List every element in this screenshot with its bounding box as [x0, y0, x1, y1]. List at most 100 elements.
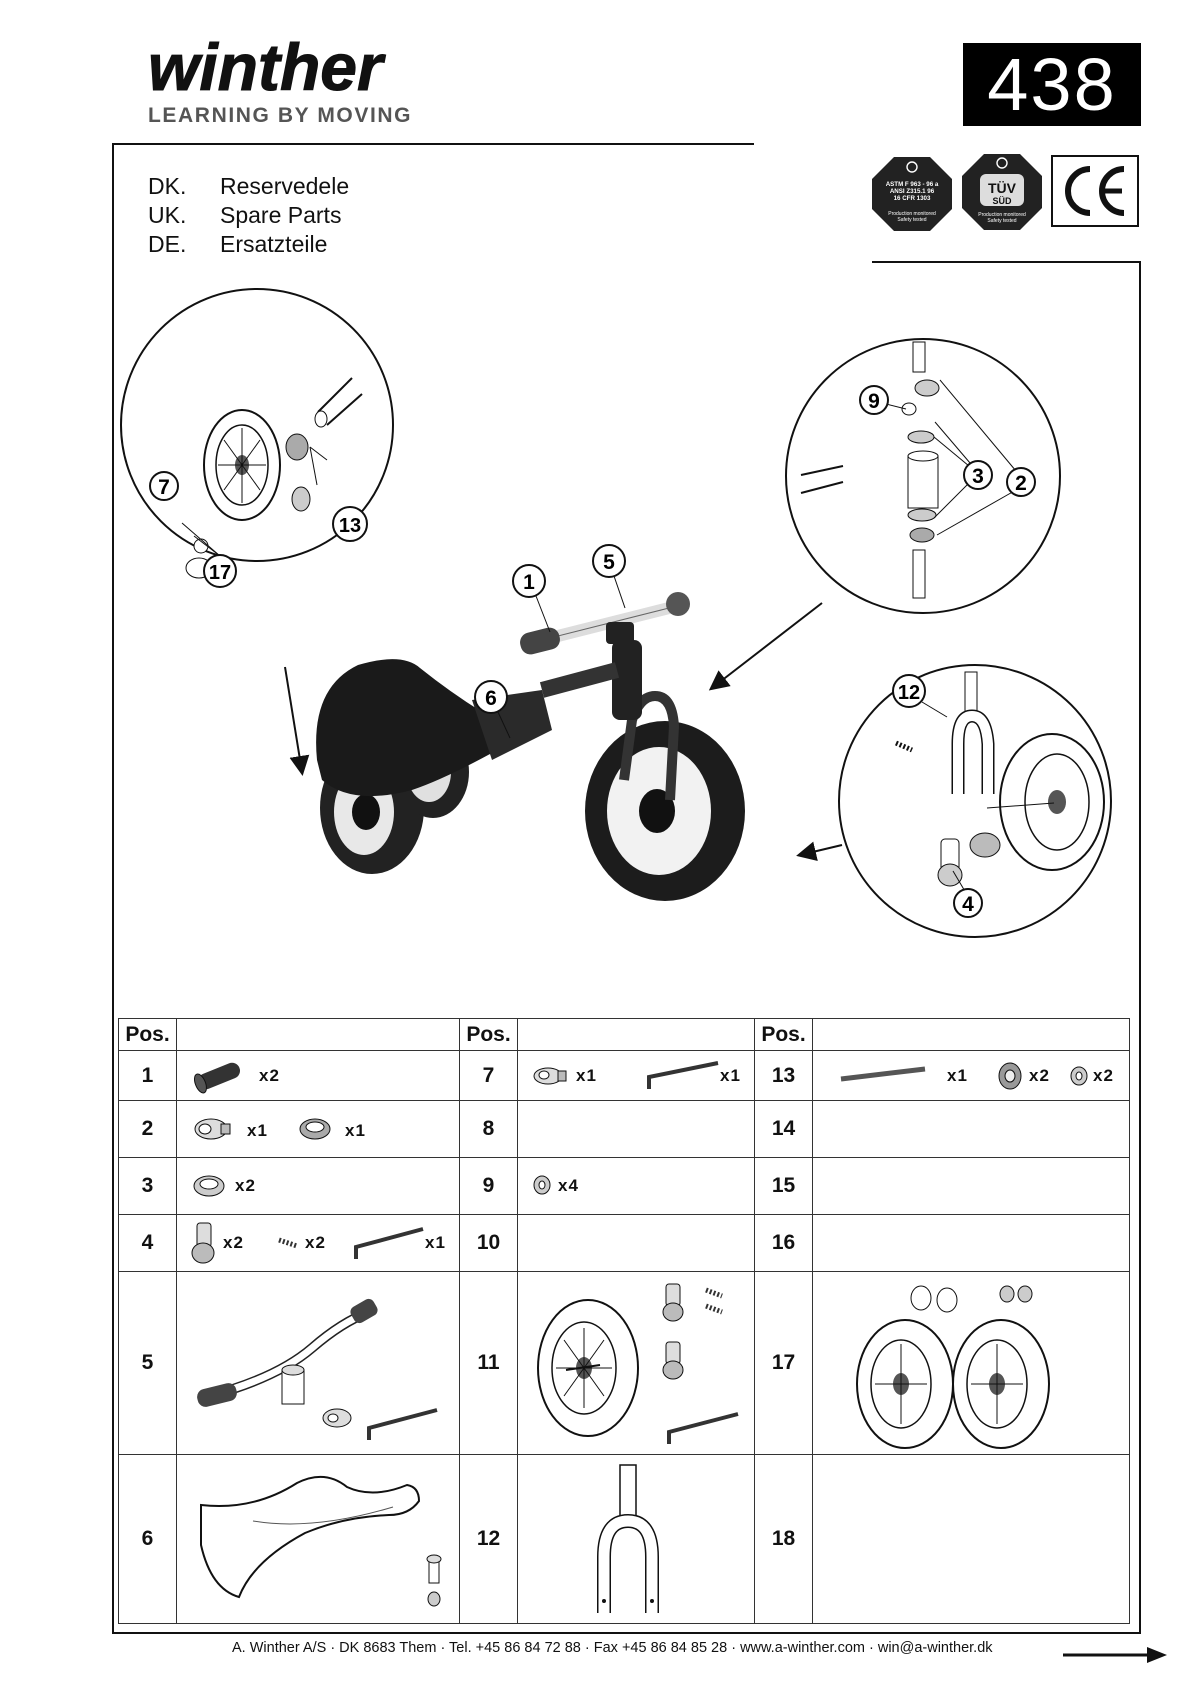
pos-number: 16 [754, 1214, 813, 1272]
svg-text:ANSI Z315.1 96: ANSI Z315.1 96 [890, 188, 935, 195]
pos-number: 18 [754, 1454, 813, 1624]
part-cell [517, 1100, 755, 1158]
svg-text:9: 9 [868, 390, 880, 413]
svg-text:ASTM F 963 - 96 a: ASTM F 963 - 96 a [886, 181, 939, 188]
fork-icon [597, 1464, 659, 1613]
astm-badge: ASTM F 963 - 96 a ANSI Z315.1 96 16 CFR … [872, 157, 952, 231]
svg-text:12: 12 [898, 682, 920, 704]
qty-label: x1 [345, 1121, 366, 1140]
front-wheel-kit-icon [537, 1283, 739, 1444]
header-pos: Pos. [459, 1018, 518, 1051]
footer-contact: A. Winther A/S · DK 8683 Them · Tel. +45… [232, 1640, 993, 1656]
qty-label: x1 [576, 1066, 597, 1085]
ce-icon [1065, 166, 1125, 216]
svg-text:2: 2 [1015, 472, 1027, 495]
svg-text:13: 13 [339, 515, 361, 537]
callout-9: 7 [149, 471, 179, 501]
callout-3: 3 [963, 460, 993, 490]
qty-label: x4 [558, 1176, 579, 1195]
qty-label: x1 [720, 1066, 741, 1085]
part-cell [517, 1214, 755, 1272]
seat-icon [200, 1476, 442, 1607]
page-frame [112, 145, 1141, 1634]
model-number: 438 [963, 43, 1141, 126]
qty-label: x2 [1029, 1066, 1050, 1085]
pos-number: 9 [459, 1157, 518, 1215]
svg-text:6: 6 [485, 687, 497, 710]
callout-2: 2 [1006, 467, 1036, 497]
pos-number: 2 [118, 1100, 177, 1158]
pos-number: 1 [118, 1050, 177, 1101]
qty-label: x2 [259, 1066, 280, 1085]
pos-number: 6 [118, 1454, 177, 1624]
part-cell [517, 1271, 755, 1455]
callout-4: 4 [953, 888, 983, 918]
svg-text:Safety tested: Safety tested [987, 218, 1016, 224]
svg-text:3: 3 [972, 465, 984, 488]
rear-wheels-kit-icon [856, 1285, 1050, 1449]
lang-row-de: DE. Ersatzteile [148, 230, 349, 259]
qty-label: x2 [1093, 1066, 1114, 1085]
hex-key-icon [354, 1227, 424, 1259]
bike-diagram: 7 13 17 9 [120, 288, 1112, 938]
part-cell: x1 x2 x2 [812, 1050, 1130, 1101]
pos-number: 7 [459, 1050, 518, 1101]
parts-table: Pos. Pos. Pos. 1 x2 7 x1 [118, 1018, 1130, 1624]
svg-text:5: 5 [603, 551, 615, 574]
axle-icon [840, 1066, 926, 1082]
header-rule-left [112, 143, 754, 145]
part-cell [812, 1454, 1130, 1624]
qty-label: x1 [947, 1066, 968, 1085]
callout-5: 5 [592, 544, 626, 609]
svg-text:Production monitored: Production monitored [978, 212, 1026, 218]
table-row: 3 x2 9 x4 15 [118, 1157, 1130, 1215]
part-cell: x2 [176, 1050, 460, 1101]
callout-13: 13 [332, 506, 368, 542]
grip-icon [193, 1062, 240, 1094]
clamp-icon [533, 1067, 567, 1085]
svg-text:SÜD: SÜD [992, 196, 1012, 206]
pos-number: 10 [459, 1214, 518, 1272]
table-row: 5 11 [118, 1271, 1130, 1455]
steering-detail: 9 3 2 [785, 338, 1061, 614]
svg-text:16 CFR 1303: 16 CFR 1303 [894, 195, 931, 202]
pos-number: 4 [118, 1214, 177, 1272]
svg-text:1: 1 [523, 571, 535, 594]
bushing-icon [998, 1062, 1022, 1090]
nut-icon [1070, 1066, 1088, 1086]
part-cell [176, 1454, 460, 1624]
pos-number: 3 [118, 1157, 177, 1215]
table-row: 6 12 18 [118, 1454, 1130, 1624]
pos-number: 14 [754, 1100, 813, 1158]
part-cell [812, 1157, 1130, 1215]
table-row: 4 x2 x2 x1 10 16 [118, 1214, 1130, 1272]
svg-text:TÜV: TÜV [988, 180, 1017, 196]
callout-17: 17 [203, 554, 237, 588]
qty-label: x2 [305, 1233, 326, 1252]
lang-title: Spare Parts [220, 202, 342, 228]
language-titles: DK. Reservedele UK. Spare Parts DE. Ersa… [148, 172, 349, 259]
part-cell [812, 1100, 1130, 1158]
header-pos: Pos. [118, 1018, 177, 1051]
table-row: 2 x1 x1 8 14 [118, 1100, 1130, 1158]
pos-number: 17 [754, 1271, 813, 1455]
winther-logo: winther [148, 38, 386, 98]
callout-1: 1 [512, 564, 551, 633]
next-page-arrow-icon [1063, 1647, 1167, 1663]
svg-text:Safety tested: Safety tested [897, 217, 926, 223]
qty-label: x1 [247, 1121, 268, 1140]
pos-number: 13 [754, 1050, 813, 1101]
cup-icon [299, 1118, 331, 1140]
wheel-mount-icon [191, 1222, 215, 1264]
header-pos: Pos. [754, 1018, 813, 1051]
bike-main [316, 592, 745, 901]
header-rule-right [872, 261, 1141, 263]
screw-icon [278, 1237, 298, 1249]
pos-number: 5 [118, 1271, 177, 1455]
part-cell: x1 x1 [517, 1050, 755, 1101]
tuv-badge: TÜV SÜD Production monitored Safety test… [962, 154, 1042, 230]
callout-7: 9 [859, 385, 889, 415]
svg-text:4: 4 [962, 893, 974, 916]
part-cell: x1 x1 [176, 1100, 460, 1158]
svg-text:7: 7 [158, 476, 170, 499]
